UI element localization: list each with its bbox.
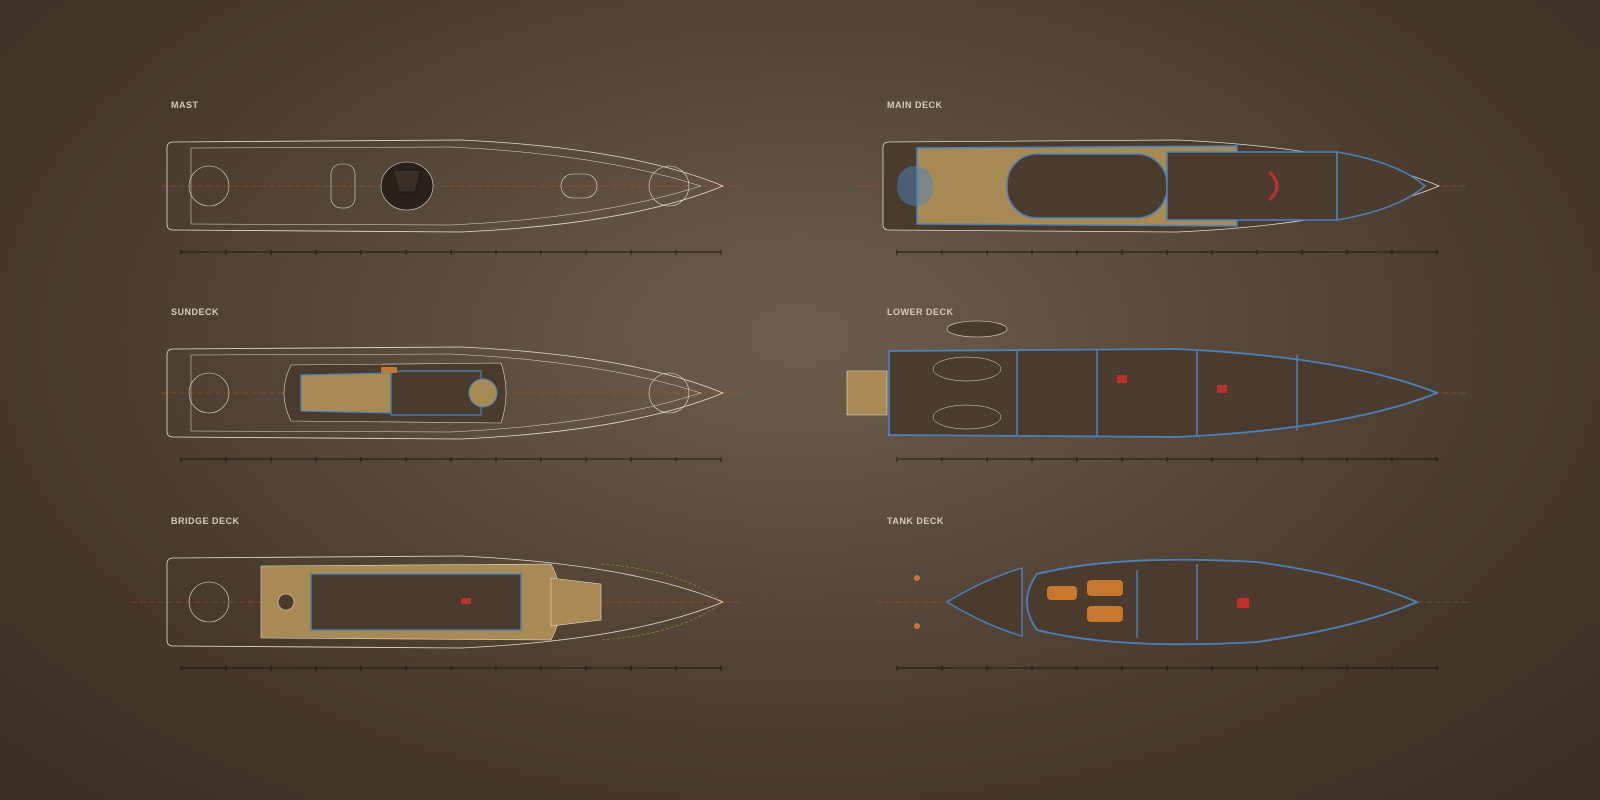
orange-accent [381, 367, 397, 373]
deck-title-main: MAIN DECK [887, 100, 943, 110]
scale-bar [896, 250, 1438, 255]
scale-bar [896, 666, 1438, 671]
red-accent [1217, 385, 1227, 393]
bow-lounge [648, 372, 690, 414]
jacuzzi [468, 378, 498, 408]
hull-outline [166, 346, 725, 440]
deck-title-bridge: BRIDGE DECK [171, 516, 240, 526]
red-accent [1117, 375, 1127, 383]
deck-mast: MAST [161, 100, 791, 290]
propeller-icon [914, 575, 920, 581]
plan-bridge [131, 555, 741, 671]
teak-area [300, 372, 392, 414]
deck-main: MAIN DECK [857, 100, 1507, 290]
bow-lounge [648, 165, 690, 207]
aft-pool [188, 165, 230, 207]
red-accent [1237, 598, 1249, 608]
bridge-interior [310, 573, 522, 631]
deck-title-mast: MAST [171, 100, 199, 110]
plan-main [857, 139, 1467, 255]
tender [932, 404, 1002, 430]
fuel-tank [1047, 586, 1077, 600]
red-accent [461, 598, 471, 604]
propeller-icon [914, 623, 920, 629]
aft-pool [188, 581, 230, 623]
deck-lower: LOWER DECK [846, 307, 1507, 497]
mast-structure [392, 169, 422, 193]
helm-circle [277, 593, 295, 611]
hull-outline [1026, 558, 1420, 646]
plan-tank [877, 558, 1467, 671]
deck-title-tank: TANK DECK [887, 516, 944, 526]
hull-outline [166, 555, 725, 649]
plan-mast [161, 139, 741, 255]
scale-bar [180, 250, 722, 255]
aft-section [945, 567, 1023, 637]
foredeck-lounge [550, 577, 602, 627]
plan-lower [846, 320, 1467, 462]
superstructure-outline [190, 146, 702, 226]
deck-sundeck: SUNDECK [161, 307, 791, 497]
hull-outline [888, 348, 1440, 438]
superstructure-outline [190, 353, 702, 433]
deck-tank: TANK DECK [877, 516, 1507, 706]
deck-title-sundeck: SUNDECK [171, 307, 220, 317]
deck-title-lower: LOWER DECK [887, 307, 954, 317]
aft-pool [897, 166, 933, 206]
helipad-seating [560, 173, 598, 199]
scale-bar [896, 457, 1438, 462]
bow-cabins [1336, 151, 1427, 221]
fuel-tank [1087, 580, 1123, 596]
main-salon [1006, 153, 1168, 219]
deck-bridge: BRIDGE DECK [131, 516, 791, 706]
scale-bar [180, 457, 722, 462]
sky-lounge [390, 370, 482, 416]
plan-sundeck [161, 346, 741, 462]
tender-outside [946, 320, 1008, 338]
scale-bar [180, 666, 722, 671]
tender [932, 356, 1002, 382]
red-accent [1267, 170, 1279, 202]
swim-platform [846, 370, 888, 416]
fuel-tank [1087, 606, 1123, 622]
aft-pool [188, 372, 230, 414]
owners-suite [1166, 151, 1338, 221]
helipad-outline [600, 563, 724, 641]
hull-outline [166, 139, 725, 233]
dining-table [330, 163, 356, 209]
